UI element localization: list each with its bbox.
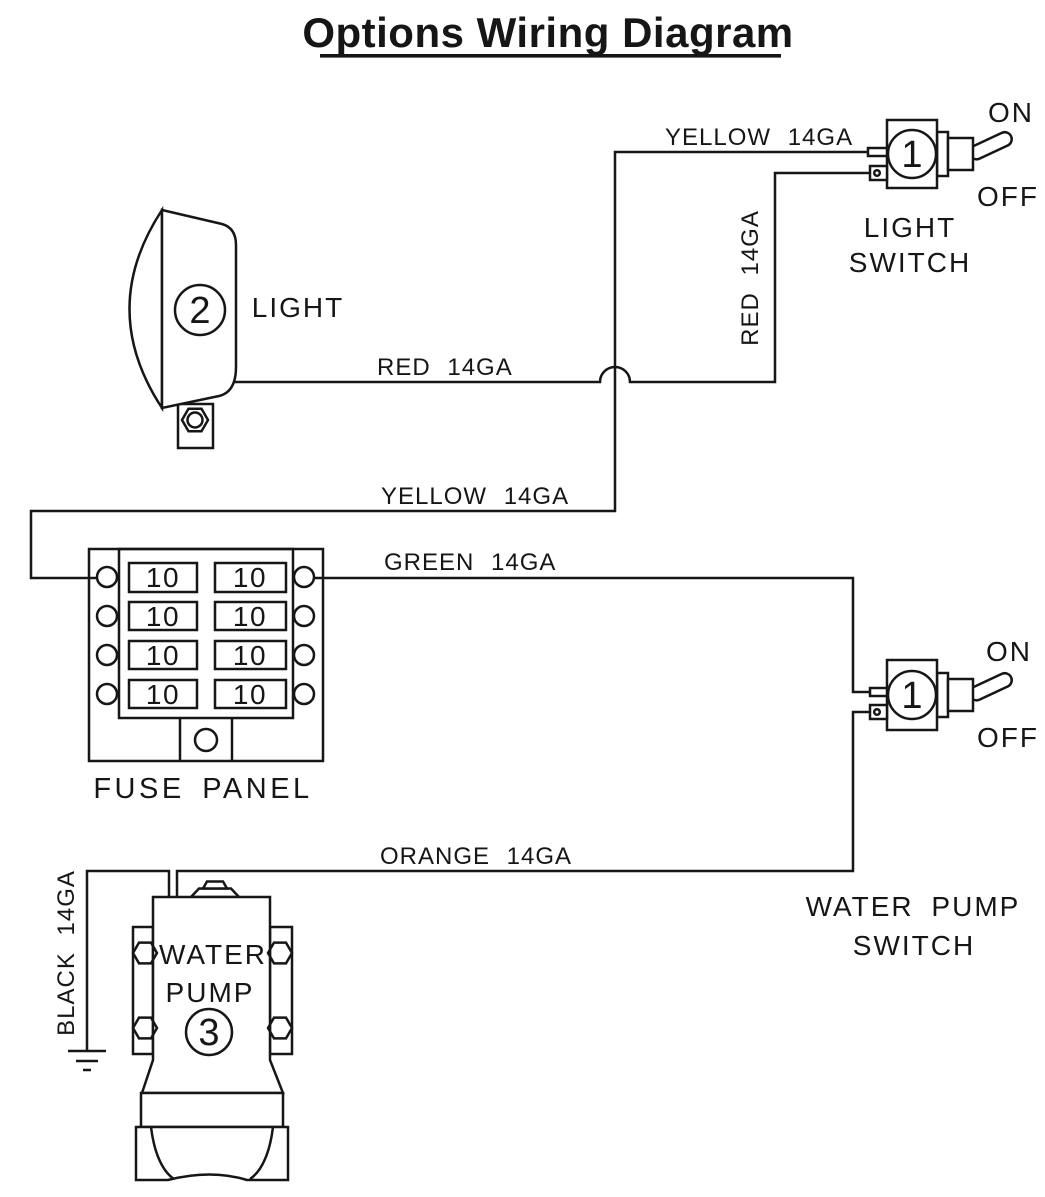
light-bracket [176, 402, 215, 450]
orange-wire [175, 710, 870, 897]
red-wire-vertical-label: RED 14GA [737, 210, 764, 346]
switch-callout-circle [886, 669, 938, 721]
fuse-terminal [292, 565, 316, 589]
fuse-rating: 10 [233, 679, 267, 710]
light-label: LIGHT [252, 292, 344, 323]
pump-bolt-hex [266, 1016, 294, 1040]
fuse-panel-mount-hole [193, 727, 219, 753]
pump-bolt-hex [266, 941, 294, 965]
black-wire-vertical-label: BLACK 14GA [53, 870, 80, 1036]
toggle-bushing [946, 136, 975, 172]
light-component: 2 LIGHT [128, 205, 344, 450]
fuse-rating: 10 [233, 562, 267, 593]
fuse-rating: 10 [146, 562, 180, 593]
wires: YELLOW 14GA RED 14GA RED 14GA YELLOW 14G… [29, 124, 870, 1072]
yellow-wire-label-2: YELLOW 14GA [381, 483, 569, 510]
pump-callout-number: 3 [198, 1012, 219, 1054]
pump-switch-off-label: OFF [977, 722, 1039, 753]
light-mount-hole [186, 411, 204, 429]
light-mount-nut [180, 407, 210, 433]
pump-base-curve-left [149, 1126, 175, 1181]
orange-wire-label: ORANGE 14GA [380, 843, 572, 870]
light-switch-name-line1: LIGHT [864, 212, 956, 243]
fuse-terminal [95, 604, 119, 628]
toggle-lever [968, 130, 1013, 161]
pump-band [139, 1091, 285, 1129]
pump-callout-circle [184, 1007, 234, 1057]
pump-switch-on-label: ON [986, 636, 1032, 667]
pump-name-line2: PUMP [166, 977, 255, 1008]
light-switch-off-label: OFF [977, 181, 1039, 212]
water-pump-switch: 1 ON OFF WATER PUMP SWITCH [806, 636, 1039, 961]
toggle-flange [935, 671, 950, 719]
fuse-rating: 10 [146, 640, 180, 671]
pump-base [134, 1125, 290, 1182]
fuse [127, 561, 199, 594]
pump-cap-top [200, 880, 230, 890]
title-underline [320, 54, 781, 58]
switch-callout-circle [886, 128, 938, 180]
toggle-lever [968, 671, 1013, 702]
pump-base-curve-right [249, 1126, 275, 1181]
pump-bolt-hex [131, 941, 159, 965]
pump-bolt-hex [131, 1016, 159, 1040]
fuse [213, 561, 288, 594]
fuse-terminal [95, 682, 119, 706]
fuse-terminal [292, 643, 316, 667]
switch-terminal [868, 686, 889, 698]
switch-callout-number: 1 [901, 134, 922, 176]
red-wire-label: RED 14GA [377, 354, 513, 381]
fuse [213, 639, 288, 671]
fuse-rating: 10 [233, 640, 267, 671]
light-callout-number: 2 [189, 290, 210, 332]
water-pump-component: WATER PUMP 3 [131, 880, 294, 1182]
fuse-terminal [292, 682, 316, 706]
toggle-flange [935, 130, 950, 178]
fuse-panel-block [117, 547, 295, 720]
fuse [213, 678, 288, 710]
pump-name-line1: WATER [159, 939, 267, 970]
green-wire-label: GREEN 14GA [384, 549, 556, 576]
yellow-wire-label: YELLOW 14GA [665, 124, 853, 151]
pump-cap-base [188, 887, 242, 899]
fuse-terminal [95, 565, 119, 589]
black-wire [85, 869, 171, 1051]
fuse-terminal [95, 643, 119, 667]
fuse [213, 600, 288, 632]
fuse-panel: 10 10 10 10 10 10 10 10 FUSE PANEL [87, 547, 325, 805]
green-wire [314, 576, 870, 694]
terminal-hole [872, 168, 882, 178]
toggle-bushing [946, 677, 975, 713]
light-switch-name-line2: SWITCH [849, 247, 971, 278]
fuse [127, 639, 199, 671]
fuse-rating: 10 [233, 601, 267, 632]
light-switch: 1 ON OFF LIGHT SWITCH [849, 97, 1039, 278]
pump-switch-name-line1: WATER PUMP [806, 891, 1021, 922]
fuse [127, 678, 199, 710]
light-callout-circle [173, 283, 227, 337]
pump-switch-name-line2: SWITCH [853, 930, 975, 961]
light-switch-on-label: ON [988, 97, 1034, 128]
fuse-rating: 10 [146, 601, 180, 632]
fuse [127, 600, 199, 632]
switch-callout-number: 1 [901, 675, 922, 717]
switch-terminal [866, 146, 889, 158]
diagram-title-group: Options Wiring Diagram [302, 9, 793, 58]
terminal-hole [872, 707, 882, 717]
yellow-wire [29, 150, 868, 580]
fuse-panel-label: FUSE PANEL [93, 773, 312, 805]
red-wire [232, 171, 870, 384]
ground-symbol [68, 1049, 106, 1072]
fuse-terminal [292, 604, 316, 628]
light-lens [128, 205, 164, 413]
fuse-rating: 10 [146, 679, 180, 710]
diagram-title: Options Wiring Diagram [302, 9, 793, 56]
